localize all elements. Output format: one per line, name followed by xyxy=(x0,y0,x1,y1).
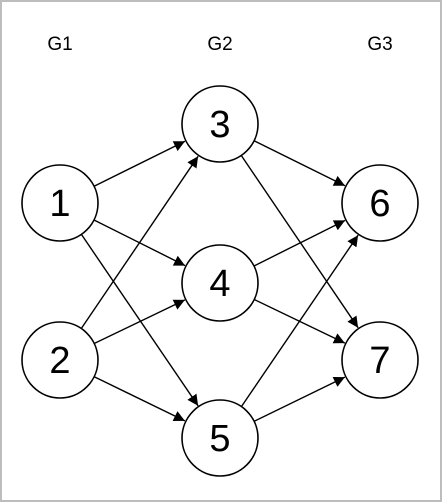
node-6: 6 xyxy=(341,164,419,242)
node-7: 7 xyxy=(341,321,419,399)
node-circle xyxy=(181,244,259,322)
nodes: 1 2 3 4 5 6 7 xyxy=(21,85,419,477)
edges xyxy=(80,140,359,422)
node-label: 3 xyxy=(209,104,230,146)
group-label-g2: G2 xyxy=(207,34,232,55)
node-3: 3 xyxy=(181,85,259,163)
node-label: 1 xyxy=(49,183,70,225)
edge-n2-n5 xyxy=(93,376,186,422)
edge-n3-n7 xyxy=(240,155,359,329)
node-1: 1 xyxy=(21,164,99,242)
edge-n5-n7 xyxy=(253,376,346,422)
edge-n4-n6 xyxy=(253,219,346,267)
edge-n1-n5 xyxy=(80,234,199,407)
edge-n3-n6 xyxy=(253,140,346,187)
node-4: 4 xyxy=(181,244,259,322)
node-label: 6 xyxy=(369,183,390,225)
edge-n5-n6 xyxy=(240,234,359,407)
node-circle xyxy=(341,164,419,242)
group-labels: G1 G2 G3 xyxy=(47,34,392,55)
node-label: 7 xyxy=(369,340,390,382)
node-label: 5 xyxy=(209,418,230,460)
node-5: 5 xyxy=(181,399,259,477)
node-circle xyxy=(21,321,99,399)
node-circle xyxy=(21,164,99,242)
node-circle xyxy=(181,85,259,163)
node-circle xyxy=(181,399,259,477)
node-label: 4 xyxy=(209,263,230,305)
edge-n2-n4 xyxy=(93,299,186,345)
group-label-g1: G1 xyxy=(47,34,72,55)
edge-n2-n3 xyxy=(80,155,199,329)
node-2: 2 xyxy=(21,321,99,399)
edge-n1-n3 xyxy=(93,140,186,187)
node-circle xyxy=(341,321,419,399)
group-label-g3: G3 xyxy=(367,34,392,55)
node-label: 2 xyxy=(49,340,70,382)
